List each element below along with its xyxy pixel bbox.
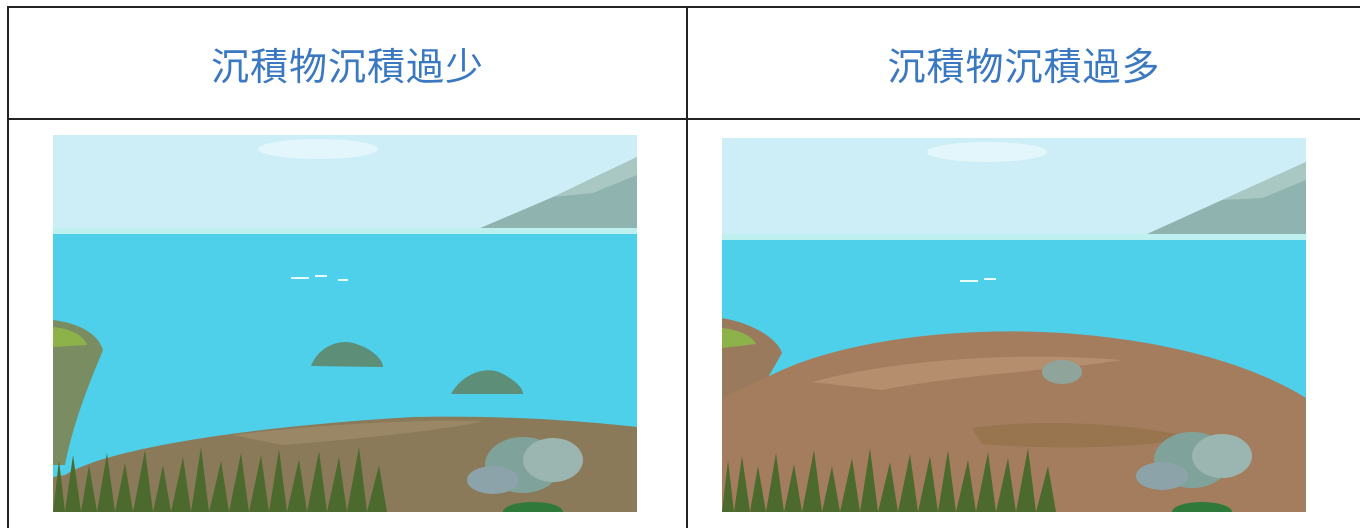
too-little-sediment-illustration <box>53 135 637 512</box>
row-divider <box>7 118 1360 120</box>
header-too-much-sediment: 沉積物沉積過多 <box>887 44 1161 89</box>
table-border <box>7 6 1360 528</box>
header-too-little-sediment: 沉積物沉積過少 <box>210 44 484 89</box>
column-divider <box>686 6 688 528</box>
too-much-sediment-illustration <box>722 138 1306 512</box>
